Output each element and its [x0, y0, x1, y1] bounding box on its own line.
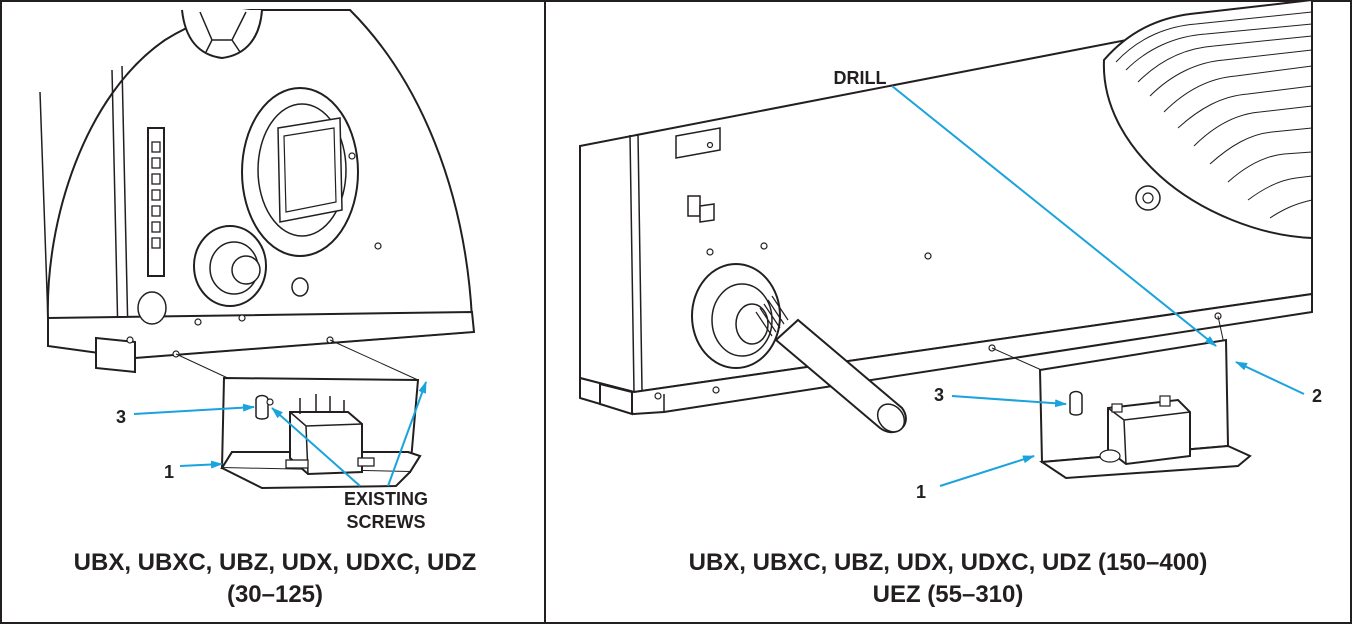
left-leader-screw-a	[271, 407, 361, 487]
right-leader-3	[951, 395, 1067, 408]
drill-label: DRILL	[834, 68, 887, 88]
left-caption-line1: UBX, UBXC, UBZ, UDX, UDXC, UDZ	[74, 549, 477, 576]
left-leader-3	[133, 403, 255, 415]
left-leader-1	[179, 460, 223, 469]
right-labels: DRILL 3 1 2 UBX, UBXC, UBZ, UDX, UDXC, U…	[689, 68, 1322, 608]
left-callout-3: 3	[116, 407, 126, 427]
existing-screws-line1: EXISTING	[344, 489, 428, 509]
right-heater-drawing	[579, 0, 1313, 480]
right-leaders	[891, 85, 1305, 487]
right-callout-3: 3	[934, 385, 944, 405]
right-leader-2	[1235, 361, 1305, 395]
right-caption-line2: UEZ (55–310)	[873, 581, 1024, 608]
left-callout-1: 1	[164, 462, 174, 482]
right-callout-2: 2	[1312, 386, 1322, 406]
right-leader-1	[939, 455, 1035, 487]
left-labels: 3 1 EXISTING SCREWS UBX, UBXC, UBZ, UDX,…	[74, 407, 477, 608]
drill-leader	[891, 85, 1217, 347]
existing-screws-line2: SCREWS	[346, 512, 425, 532]
left-leader-screw-b	[387, 381, 427, 487]
right-callout-1: 1	[916, 482, 926, 502]
left-leaders	[133, 381, 427, 487]
left-heater-drawing	[39, 9, 476, 490]
right-caption-line1: UBX, UBXC, UBZ, UDX, UDXC, UDZ (150–400)	[689, 549, 1208, 576]
left-caption-line2: (30–125)	[227, 581, 323, 608]
